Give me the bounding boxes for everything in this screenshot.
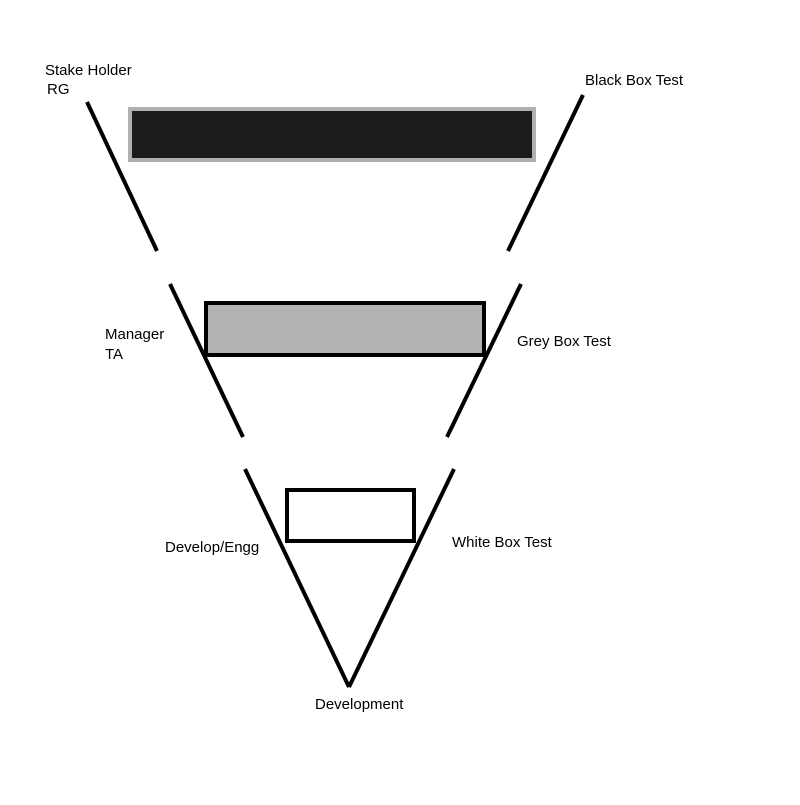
grey-box-test-label: Grey Box Test <box>517 333 612 350</box>
white-box-rect <box>285 488 416 543</box>
develop-engg-label: Develop/Engg <box>165 539 259 556</box>
black-box-test-label: Black Box Test <box>585 72 684 89</box>
left-edge-segment-top <box>85 101 159 252</box>
stakeholder-label: Stake Holder <box>45 62 132 79</box>
left-edge-segment-bottom <box>243 468 351 688</box>
black-box-rect <box>128 107 536 162</box>
rg-label: RG <box>47 81 70 98</box>
white-box-test-label: White Box Test <box>452 534 553 551</box>
manager-label: Manager <box>105 326 164 343</box>
left-edge-segment-middle <box>168 283 245 438</box>
development-label: Development <box>315 696 404 713</box>
grey-box-rect <box>204 301 486 357</box>
right-edge-segment-bottom <box>347 468 456 688</box>
right-edge-segment-top <box>506 94 585 252</box>
right-edge-segment-middle <box>445 283 523 438</box>
ta-label: TA <box>105 346 123 363</box>
